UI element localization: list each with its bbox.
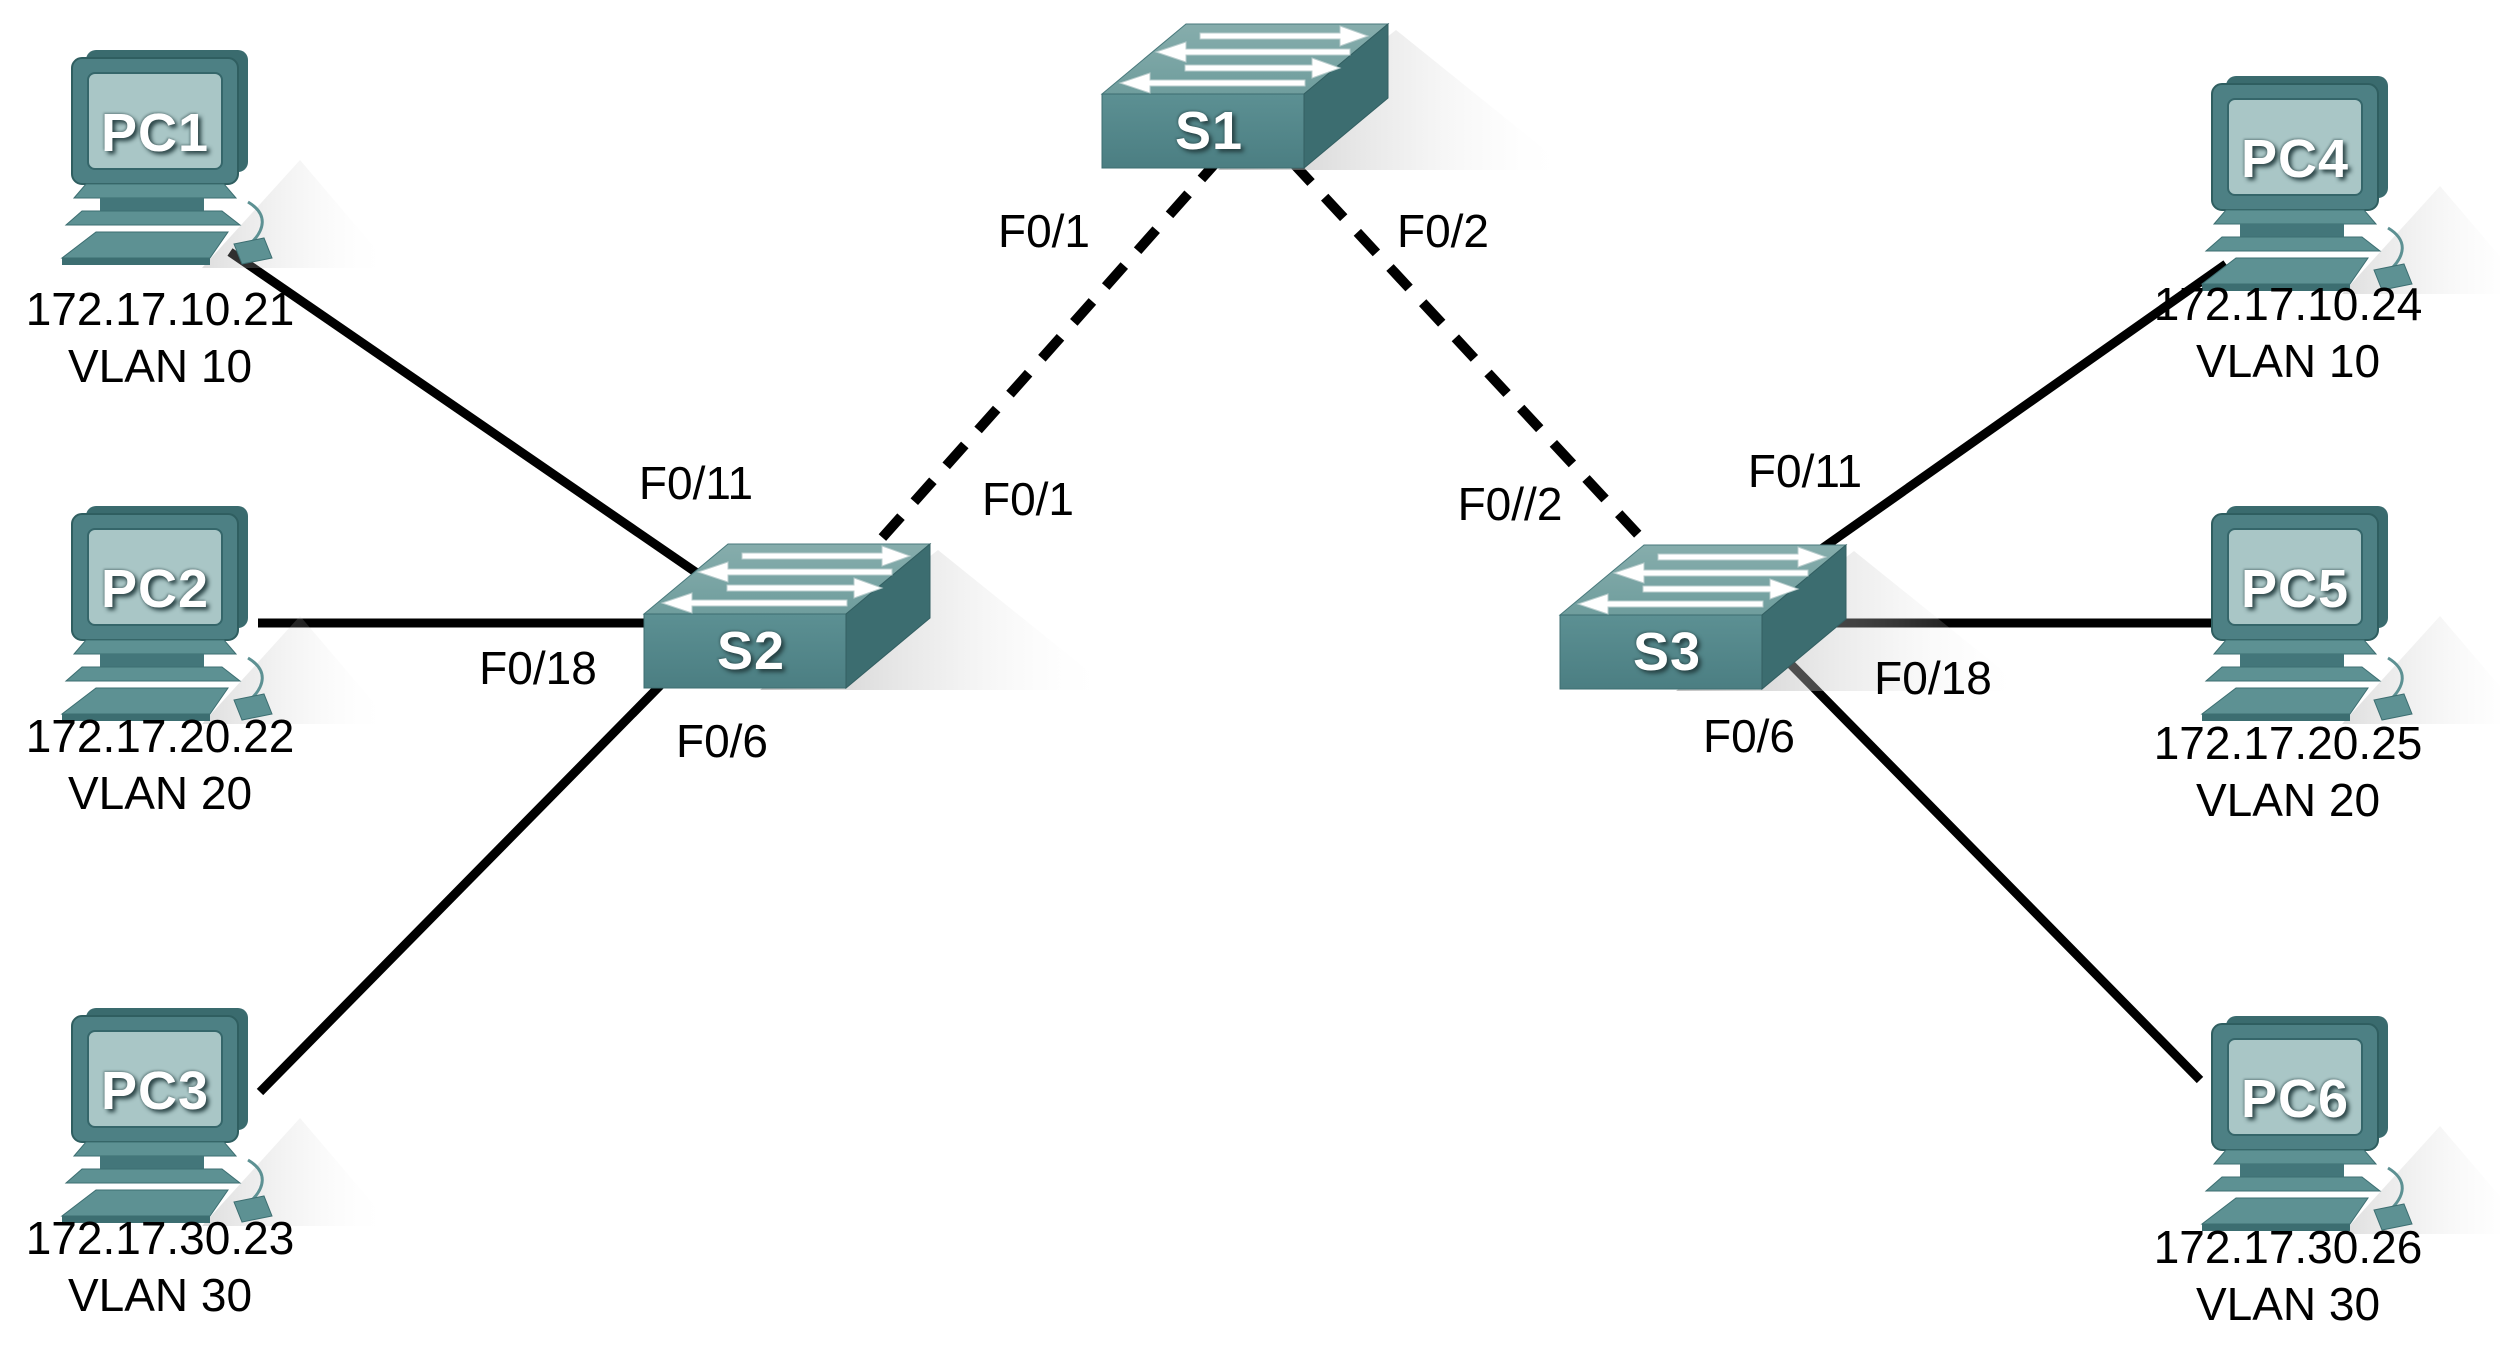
mouse (233, 1195, 273, 1223)
switch-s1[interactable]: S1 (1100, 22, 1575, 172)
port-label-s3-f0-2: F0//2 (1457, 478, 1563, 530)
port-label-s2-f0-18: F0/18 (479, 642, 597, 694)
keyboard (60, 231, 229, 259)
arrow-right-icon (726, 577, 884, 599)
arrow-left-icon (1118, 72, 1306, 94)
pc1[interactable]: PC1 (52, 42, 392, 270)
pc1-ip: 172.17.10.21 (25, 283, 295, 335)
mouse (2373, 693, 2413, 721)
pc2[interactable]: PC2 (52, 498, 392, 726)
link-pc1-s2 (227, 248, 713, 586)
pc6-ip: 172.17.30.26 (2153, 1221, 2423, 1273)
port-label-s3-f0-6: F0/6 (1702, 710, 1796, 762)
port-label-s2-f0-11: F0/11 (638, 457, 754, 509)
arrow-left-icon (1154, 41, 1351, 63)
port-label-s3-f0-11: F0/11 (1747, 445, 1863, 497)
arrow-left-icon (1612, 562, 1809, 584)
port-label-s2-f0-6: F0/6 (675, 715, 769, 767)
pc-shadow (2342, 1126, 2500, 1234)
mouse (2373, 263, 2413, 291)
pc6-host-info: 172.17.30.26 VLAN 30 (2108, 1219, 2468, 1333)
pc-icon (2200, 76, 2500, 294)
pc-icon (60, 506, 392, 724)
arrow-right-icon (1199, 25, 1370, 47)
link-s3-pc4 (1797, 260, 2229, 568)
pc5-vlan: VLAN 20 (2195, 774, 2381, 826)
port-label-s1-f0-2: F0/2 (1396, 205, 1490, 257)
arrow-right-icon (741, 545, 912, 567)
pc3-vlan: VLAN 30 (67, 1269, 253, 1321)
pc-icon (2200, 1016, 2500, 1234)
port-label-s2-f0-1: F0/1 (981, 473, 1075, 525)
pc2-vlan: VLAN 20 (67, 767, 253, 819)
link-s1-s3-trunk (1288, 158, 1662, 560)
pc5[interactable]: PC5 (2192, 498, 2500, 726)
pc5-ip: 172.17.20.25 (2153, 717, 2423, 769)
arrow-left-icon (660, 592, 848, 614)
port-label-s1-f0-1: F0/1 (997, 205, 1091, 257)
mouse (233, 693, 273, 721)
pc-shadow (2342, 616, 2500, 724)
link-s1-s2-trunk (862, 154, 1224, 560)
switch-icon (1558, 543, 2028, 691)
pc4-vlan: VLAN 10 (2195, 335, 2381, 387)
pc3-host-info: 172.17.30.23 VLAN 30 (0, 1210, 340, 1324)
pc-shadow (2342, 186, 2500, 294)
pc3-ip: 172.17.30.23 (25, 1212, 295, 1264)
arrow-right-icon (1657, 546, 1828, 568)
pc2-host-info: 172.17.20.22 VLAN 20 (0, 708, 340, 822)
port-label-s3-f0-18: F0/18 (1874, 652, 1992, 704)
arrow-left-icon (1576, 593, 1764, 615)
switch-icon (1100, 22, 1570, 170)
pc4-host-info: 172.17.10.24 VLAN 10 (2108, 276, 2468, 390)
pc1-vlan: VLAN 10 (67, 340, 253, 392)
switch-icon (642, 542, 1112, 690)
pc4[interactable]: PC4 (2192, 68, 2500, 296)
keyboard (2200, 687, 2369, 715)
arrow-left-icon (696, 561, 893, 583)
link-s3-pc6 (1756, 629, 2204, 1084)
pc-icon (2200, 506, 2500, 724)
pc1-host-info: 172.17.10.21 VLAN 10 (0, 281, 340, 395)
pc6[interactable]: PC6 (2192, 1008, 2500, 1236)
pc-icon (60, 50, 392, 268)
switch-s2[interactable]: S2 (642, 542, 1117, 692)
arrow-right-icon (1642, 578, 1800, 600)
pc6-vlan: VLAN 30 (2195, 1278, 2381, 1330)
pc4-ip: 172.17.10.24 (2153, 278, 2423, 330)
pc3[interactable]: PC3 (52, 1000, 392, 1228)
pc2-ip: 172.17.20.22 (25, 710, 295, 762)
mouse (233, 237, 273, 265)
link-pc3-s2 (256, 641, 704, 1096)
pc5-host-info: 172.17.20.25 VLAN 20 (2108, 715, 2468, 829)
arrow-right-icon (1184, 57, 1342, 79)
mouse (2373, 1203, 2413, 1231)
pc-icon (60, 1008, 392, 1226)
